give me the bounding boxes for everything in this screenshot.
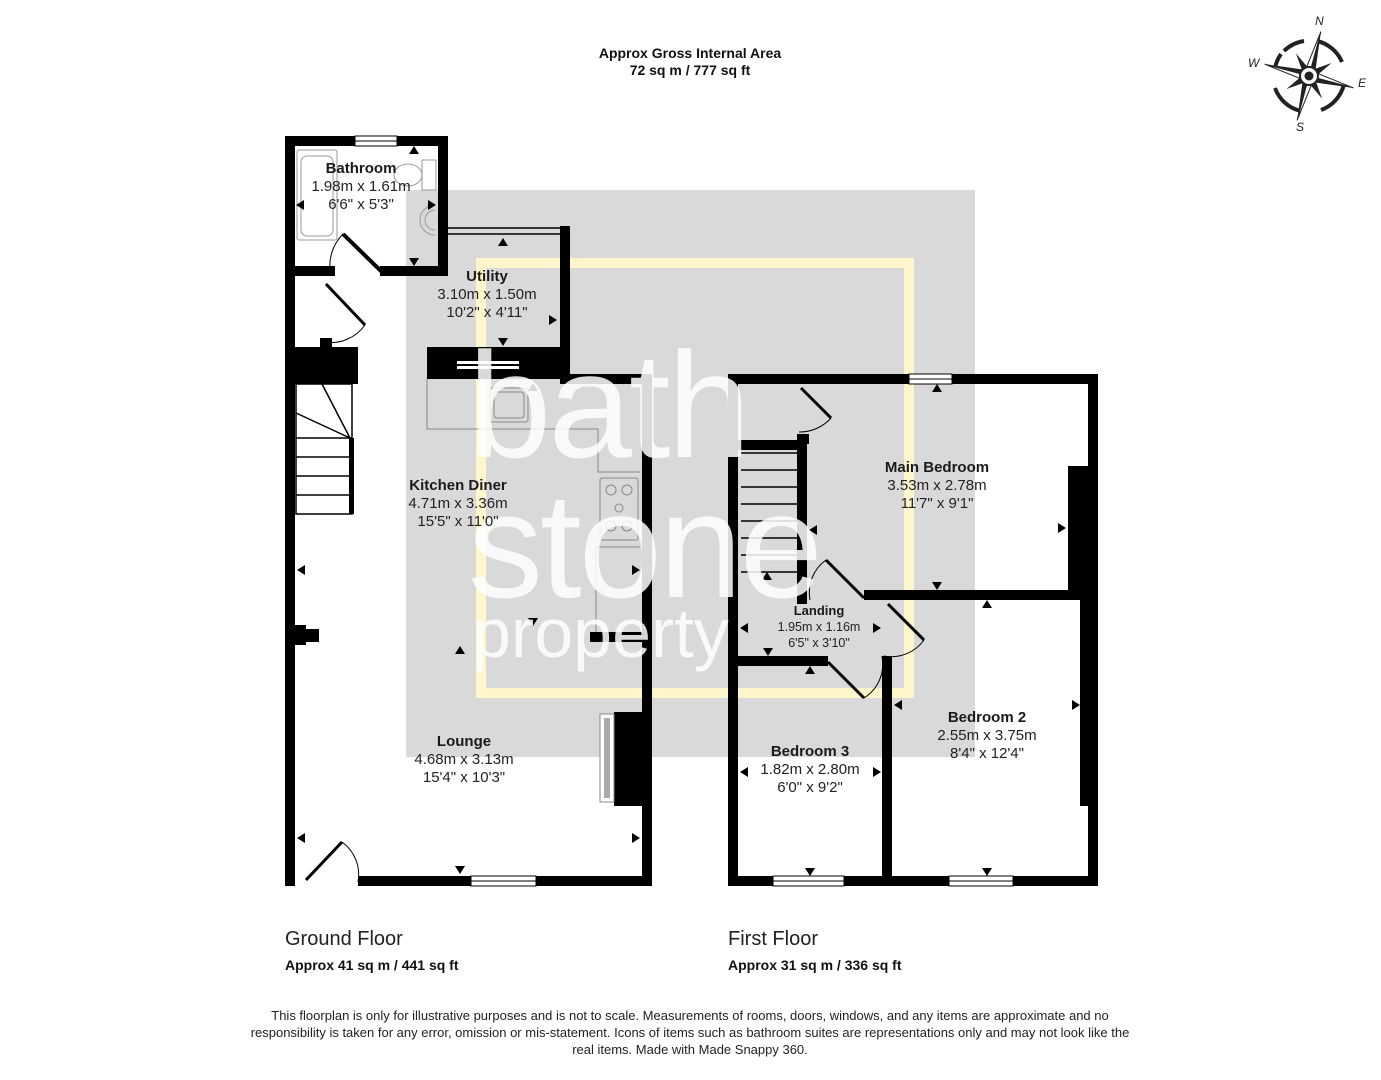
gross-area-header: Approx Gross Internal Area 72 sq m / 777… <box>490 45 890 79</box>
main-bedroom-window <box>908 373 953 385</box>
compass-north-label: N <box>1315 14 1324 28</box>
lounge-window <box>470 875 537 887</box>
compass-west-label: W <box>1248 56 1260 70</box>
cupboard-door <box>323 282 367 344</box>
gross-area-title: Approx Gross Internal Area <box>598 45 782 61</box>
front-door <box>304 840 360 883</box>
first-floor-area: Approx 31 sq m / 336 sq ft <box>728 957 902 973</box>
watermark-text-bath: bath <box>468 321 751 489</box>
compass-south-label: S <box>1296 120 1305 134</box>
watermark-frame <box>476 258 914 698</box>
dimension-arrows <box>296 146 1080 876</box>
room-label-main-bedroom: Main Bedroom 3.53m x 2.78m 11'7" x 9'1" <box>884 459 990 512</box>
compass-icon <box>1264 31 1354 121</box>
watermark-text-property: property <box>472 594 729 672</box>
utility-glazing <box>448 227 567 347</box>
ground-floor-title: Ground Floor <box>285 928 403 950</box>
kitchen-window <box>457 361 519 369</box>
room-label-utility: Utility 3.10m x 1.50m 10'2" x 4'11" <box>437 268 537 321</box>
first-floor-caption: First Floor Approx 31 sq m / 336 sq ft <box>728 928 902 973</box>
ground-stairs <box>295 383 353 515</box>
first-floor-doors <box>798 386 926 700</box>
bathroom-window <box>354 135 398 147</box>
watermark-text-stone: stone <box>468 461 823 629</box>
room-label-kitchen-diner: Kitchen Diner 4.71m x 3.36m 15'5" x 11'0… <box>408 477 508 530</box>
bedroom3-window <box>772 875 845 887</box>
compass-rose: N E S W <box>1245 12 1370 137</box>
ground-floor-area: Approx 41 sq m / 441 sq ft <box>285 957 459 973</box>
room-label-landing: Landing 1.95m x 1.16m 6'5" x 3'10" <box>777 603 861 650</box>
compass-east-label: E <box>1358 76 1367 90</box>
bedroom2-window <box>948 875 1014 887</box>
room-label-bedroom-3: Bedroom 3 1.82m x 2.80m 6'0" x 9'2" <box>760 743 860 796</box>
kitchen-fittings <box>426 379 640 632</box>
ground-floor-caption: Ground Floor Approx 41 sq m / 441 sq ft <box>285 928 459 973</box>
room-label-bathroom: Bathroom 1.98m x 1.61m 6'6" x 5'3" <box>311 160 411 213</box>
first-stairs <box>741 452 797 573</box>
watermark-background <box>406 190 975 757</box>
room-label-bedroom-2: Bedroom 2 2.55m x 3.75m 8'4" x 12'4" <box>937 709 1037 762</box>
disclaimer-text: This floorplan is only for illustrative … <box>250 1008 1130 1057</box>
bathroom-door <box>329 232 386 277</box>
gross-area-value: 72 sq m / 777 sq ft <box>629 62 751 78</box>
room-label-lounge: Lounge 4.68m x 3.13m 15'4" x 10'3" <box>414 733 514 786</box>
first-floor-title: First Floor <box>728 928 818 950</box>
bathroom-fixtures <box>296 149 437 241</box>
